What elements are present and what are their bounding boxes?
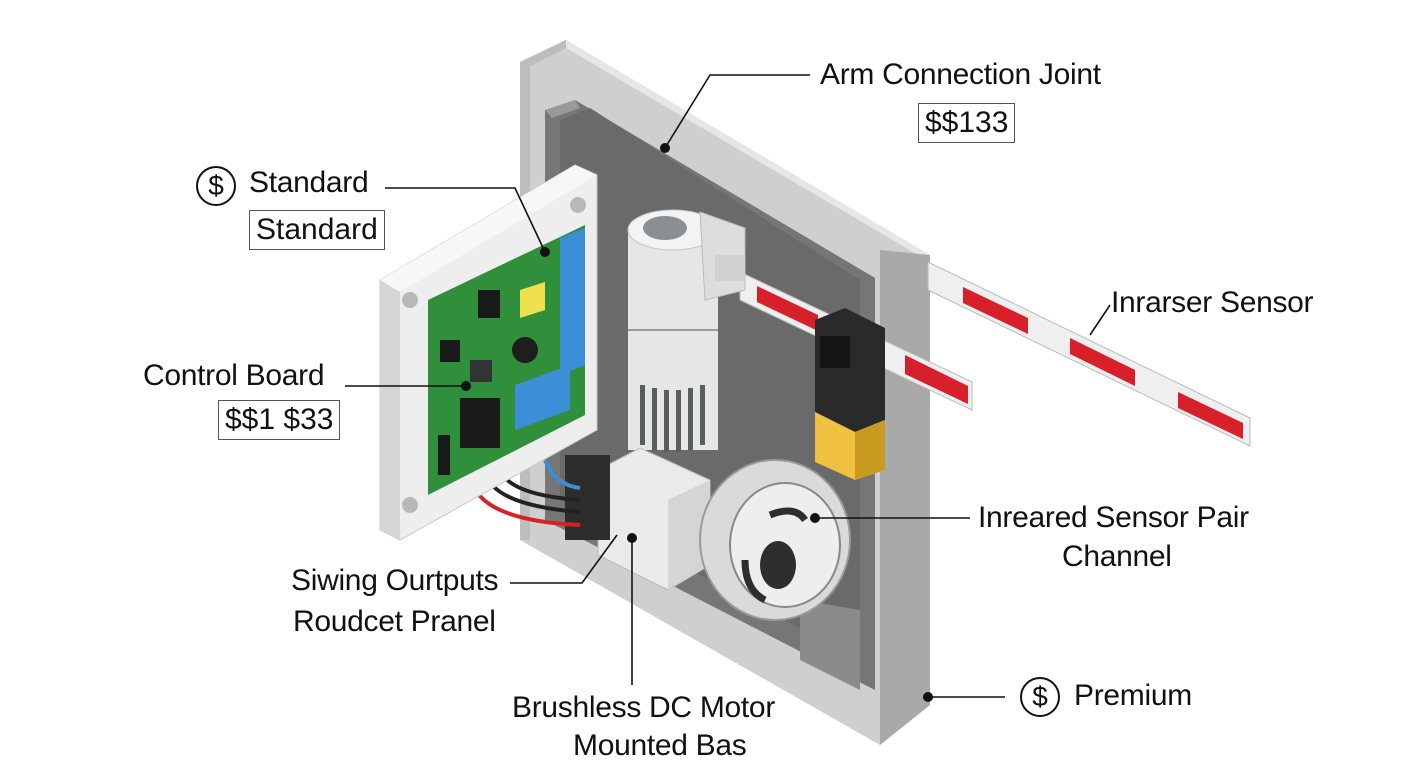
control-board-price: $$1 $33 xyxy=(218,400,341,440)
motor-label-line2: Mounted Bas xyxy=(573,729,747,762)
infrared-sensor-block xyxy=(815,308,885,480)
infrared-sensor-pair-label-line2: Channel xyxy=(1062,540,1172,573)
leader-lines xyxy=(345,74,1111,698)
inrarser-sensor-label: Inrarser Sensor xyxy=(1111,286,1314,319)
swing-outputs-label: Siwing Ourtputs xyxy=(291,564,499,597)
motor-label: Brushless DC Motor xyxy=(512,691,776,724)
motor-assembly xyxy=(597,209,851,621)
arm-connection-joint-label: Arm Connection Joint xyxy=(820,58,1101,91)
arm-connection-joint-price: $$133 xyxy=(918,103,1016,143)
infrared-sensor-pair-label: Inreared Sensor Pair xyxy=(978,501,1249,534)
swing-outputs-label-line2: Roudcet Pranel xyxy=(293,605,496,638)
control-board xyxy=(379,164,598,541)
anchor-dots xyxy=(461,143,933,702)
barrier-arm-long xyxy=(927,261,1251,447)
premium-label: Premium xyxy=(1074,679,1192,712)
dollar-circle-icon: $ xyxy=(196,166,236,206)
control-board-label: Control Board xyxy=(143,359,325,392)
dollar-circle-icon: $ xyxy=(1020,677,1060,717)
standard-tag: Standard xyxy=(249,210,385,250)
standard-label: Standard xyxy=(249,166,369,199)
